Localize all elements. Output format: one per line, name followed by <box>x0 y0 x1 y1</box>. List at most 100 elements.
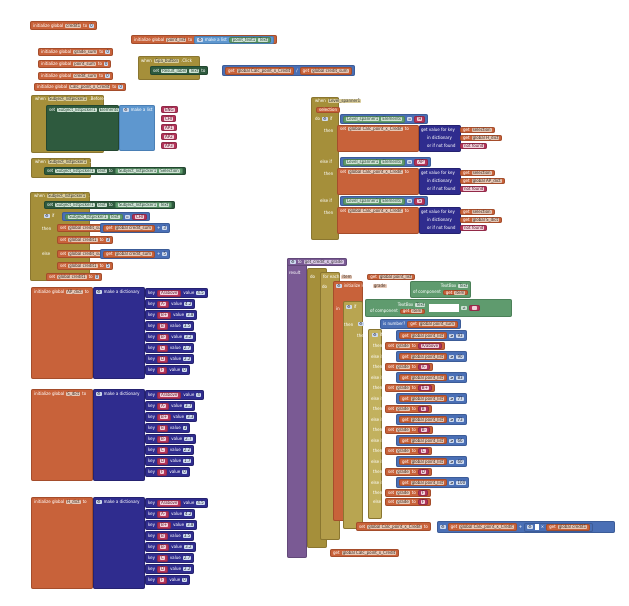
text-value[interactable]: C <box>160 447 165 452</box>
key-text[interactable]: B+ <box>157 521 172 529</box>
operator-dropdown[interactable]: ≠ <box>461 305 467 310</box>
list-item-text[interactable]: AP1 <box>161 124 177 131</box>
number-value[interactable]: 100 <box>456 479 467 485</box>
set-grade[interactable]: set grade to B <box>385 405 432 413</box>
text-value[interactable]: F <box>160 577 165 582</box>
set-credit1-final[interactable]: set global credit1 to 0 <box>46 273 103 281</box>
text-literal[interactable]: not found <box>460 142 488 149</box>
key-text[interactable]: B+ <box>157 311 172 319</box>
gear-icon[interactable]: ⚙ <box>44 213 50 218</box>
number-value[interactable]: 1.7 <box>183 458 192 463</box>
component-dropdown[interactable]: Level_spanner1 <box>327 98 362 103</box>
variable-dropdown[interactable]: global Calc_point_x_Credit <box>367 523 422 529</box>
component-dropdown[interactable]: point_text1 <box>231 36 257 42</box>
number-value[interactable]: 4 <box>196 392 201 397</box>
component-dropdown[interactable]: Subject_listpicker1 <box>117 202 158 207</box>
number-value[interactable]: 4.2 <box>184 511 193 516</box>
property-dropdown[interactable]: Text <box>159 202 170 207</box>
property-dropdown[interactable]: Text <box>258 36 269 42</box>
dict-pair[interactable]: key D value 2.2 <box>145 354 195 364</box>
key-text[interactable]: F <box>157 468 168 476</box>
compare-block[interactable]: Level_spanner1 Elements = H <box>340 114 429 124</box>
key-text[interactable]: F <box>157 576 168 584</box>
property-dropdown[interactable]: Text <box>96 168 107 173</box>
variable-dropdown[interactable]: global point_list <box>410 395 445 401</box>
number-value[interactable]: 0 <box>105 49 110 54</box>
key-text[interactable]: A/above <box>157 391 182 399</box>
property-dropdown[interactable]: Text <box>189 67 200 73</box>
number-value[interactable]: 3.2 <box>184 544 193 549</box>
variable-dropdown[interactable]: global point_list <box>410 353 445 359</box>
variable-dropdown[interactable]: global point_list <box>410 332 445 338</box>
variable-dropdown[interactable]: global Calc_point_x_Credit <box>348 208 403 213</box>
global-name[interactable]: point_list <box>166 36 187 42</box>
variable-dropdown[interactable]: grade <box>396 406 410 411</box>
number-value[interactable]: 2.7 <box>182 345 192 350</box>
set-credit1[interactable]: set global credit1 to 3 <box>57 236 114 244</box>
number-value[interactable]: 3.5 <box>182 533 192 538</box>
elements-getter[interactable]: Level_spanner1 Elements <box>343 115 406 123</box>
text-getter[interactable]: Subject_listpicker1 Text <box>114 202 173 208</box>
number-value[interactable]: 3.8 <box>186 312 195 317</box>
get-credit1[interactable]: get global credit1 <box>546 523 591 531</box>
number-value[interactable]: 0 <box>103 61 109 66</box>
key-text[interactable]: A/above <box>157 499 182 507</box>
dict-pair[interactable]: key A- value 3.7 <box>145 401 196 411</box>
dict-pair[interactable]: key D value 2.2 <box>145 564 195 574</box>
textbox-getter[interactable]: TextBox Text of component get item <box>368 300 428 316</box>
number-value[interactable]: 0 <box>182 577 187 582</box>
number-value[interactable]: 5 <box>162 251 167 256</box>
text-value[interactable]: D <box>160 458 166 463</box>
dict-pair[interactable]: key B- value 3.2 <box>145 542 196 552</box>
variable-dropdown[interactable]: global credit_sum <box>311 67 349 73</box>
text-value[interactable]: B <box>160 533 165 538</box>
component-dropdown[interactable]: Level_spanner1 <box>346 159 380 164</box>
dict-pair[interactable]: key A- value 4.2 <box>145 299 196 309</box>
text-value[interactable]: A- <box>160 301 167 306</box>
text-value[interactable]: B <box>160 425 165 430</box>
text-value[interactable]: B- <box>160 436 167 441</box>
dict-pair[interactable]: key B value 3.5 <box>145 531 195 541</box>
key-text[interactable]: A/above <box>157 289 182 297</box>
text-value[interactable]: H <box>417 116 423 121</box>
component-dropdown[interactable]: Result_label <box>161 67 188 73</box>
variable-dropdown[interactable]: global credit1 <box>57 274 87 279</box>
number-value[interactable]: 60 <box>456 458 464 464</box>
get-point-list[interactable]: get global point_list <box>367 273 416 280</box>
component-dropdown[interactable]: Gpa_button <box>153 58 180 63</box>
text-value[interactable]: D <box>160 356 166 361</box>
text-value[interactable]: not found <box>463 185 485 191</box>
text-value[interactable]: CHI <box>134 213 144 219</box>
variable-dropdown[interactable]: global point_list <box>410 458 445 464</box>
text-value[interactable]: C <box>420 448 426 453</box>
init-global-dict[interactable] <box>31 287 93 379</box>
component-dropdown[interactable]: Subject_listpicker1 <box>68 213 108 219</box>
variable-dropdown[interactable]: global Calc_point_x_Credit <box>348 169 403 174</box>
dict-pair[interactable]: key B value 3.5 <box>145 321 195 331</box>
number-value[interactable]: 0 <box>118 84 123 89</box>
key-text[interactable]: B- <box>157 543 170 551</box>
text-value[interactable]: B- <box>420 427 427 432</box>
make-a-list-block[interactable]: ⚙ make a list point_text1 Text <box>194 35 275 44</box>
text-literal[interactable]: AP <box>414 158 428 166</box>
operator-dropdown[interactable]: ≥ <box>449 437 455 443</box>
operator-dropdown[interactable]: ≥ <box>449 353 455 359</box>
operator-dropdown[interactable]: ≥ <box>449 332 455 338</box>
number-value[interactable]: 3 <box>105 237 111 242</box>
property-dropdown[interactable]: Elements <box>381 159 403 164</box>
procedure-name[interactable]: get_credit_x_grade <box>303 259 344 264</box>
variable-dropdown[interactable]: selection <box>471 126 492 132</box>
grade-if-chain[interactable] <box>368 329 382 519</box>
number-value[interactable]: 2.7 <box>182 555 192 560</box>
number-value[interactable]: 2.7 <box>184 436 193 441</box>
text-value[interactable]: D <box>420 469 426 474</box>
key-text[interactable]: D <box>157 355 169 363</box>
number-value[interactable]: 73 <box>456 416 464 422</box>
text-literal[interactable]: F <box>417 490 429 496</box>
global-name[interactable]: point_sum <box>73 61 96 66</box>
key-text[interactable]: C <box>157 446 168 454</box>
